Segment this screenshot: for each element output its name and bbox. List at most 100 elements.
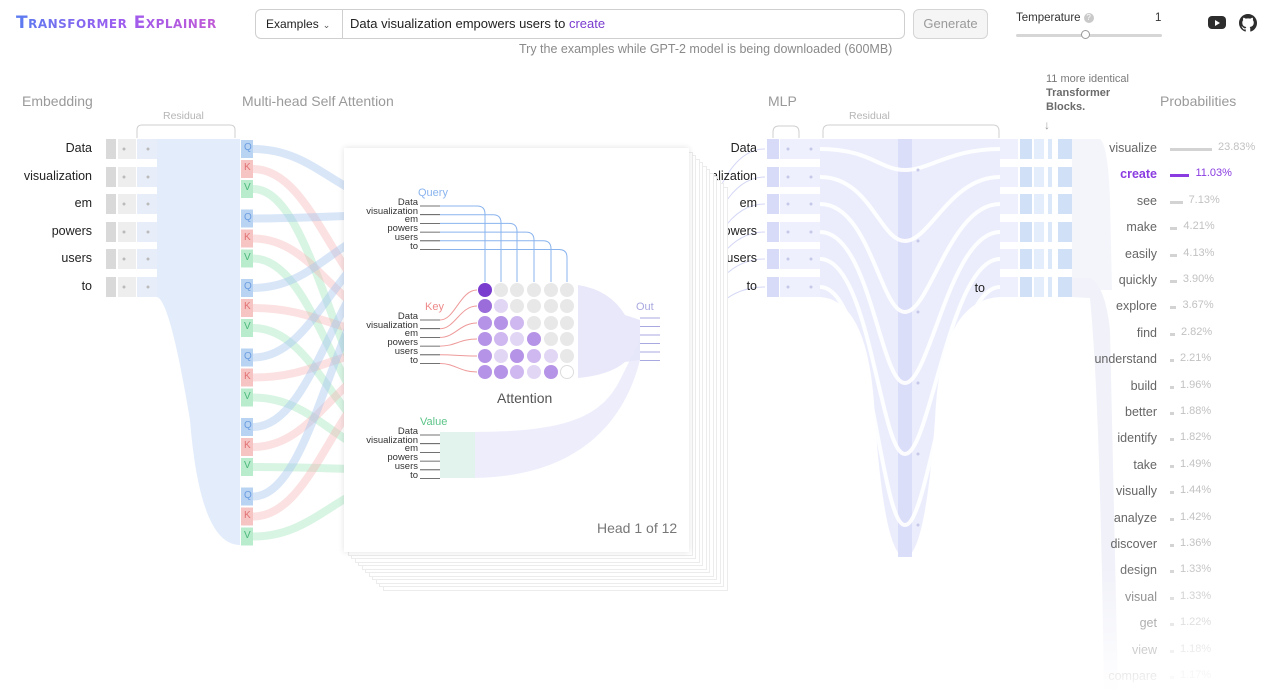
embedding-token-3[interactable]: powers <box>51 224 92 238</box>
youtube-icon[interactable] <box>1208 16 1226 29</box>
attention-cell[interactable] <box>478 349 492 363</box>
chevron-down-icon: ⌄ <box>322 20 331 30</box>
attention-cell[interactable] <box>478 365 492 379</box>
attention-cell[interactable] <box>510 349 524 363</box>
final-block-token[interactable]: to <box>974 281 985 295</box>
section-mlp[interactable]: MLP <box>768 93 797 109</box>
info-icon[interactable]: ? <box>1083 12 1094 23</box>
attention-cell[interactable] <box>560 365 574 379</box>
attention-cell[interactable] <box>510 332 524 346</box>
attention-label[interactable]: Attention <box>497 390 553 406</box>
embedding-token-2[interactable]: em <box>74 196 92 210</box>
attention-cell[interactable] <box>544 316 558 330</box>
section-probabilities[interactable]: Probabilities <box>1160 93 1237 109</box>
transformer-blocks-note[interactable]: 11 more identical Transformer Blocks. <box>1046 72 1156 114</box>
attention-cell[interactable] <box>560 349 574 363</box>
mlp-vector <box>767 222 779 242</box>
attention-cell[interactable] <box>478 299 492 313</box>
attention-cell[interactable] <box>544 299 558 313</box>
attention-cell[interactable] <box>494 299 508 313</box>
attention-cell[interactable] <box>494 349 508 363</box>
attention-cell[interactable] <box>510 365 524 379</box>
attention-cell[interactable] <box>527 316 541 330</box>
attention-cell[interactable] <box>560 332 574 346</box>
attention-cell[interactable] <box>494 283 508 297</box>
prompt-input[interactable]: Data visualization empowers users to cre… <box>350 10 605 38</box>
attention-cell[interactable] <box>527 365 541 379</box>
mlp-token-2[interactable]: em <box>739 196 757 210</box>
blocks-note-count: 11 more identical <box>1046 73 1129 85</box>
embedding-token-0[interactable]: Data <box>65 141 92 155</box>
mlp-token-5[interactable]: to <box>746 279 757 293</box>
embedding-token-4[interactable]: users <box>61 251 92 265</box>
head-token-label: visualization <box>366 319 418 331</box>
block-vector <box>1034 167 1044 187</box>
attention-cell[interactable] <box>527 332 541 346</box>
query-label[interactable]: Query <box>418 187 448 199</box>
mlp-token-4[interactable]: users <box>726 251 757 265</box>
attention-cell[interactable] <box>560 283 574 297</box>
probability-bar <box>1170 491 1174 495</box>
attention-cell[interactable] <box>494 332 508 346</box>
value-label[interactable]: Value <box>420 416 448 428</box>
attention-cell[interactable] <box>527 349 541 363</box>
attention-cell[interactable] <box>510 316 524 330</box>
key-label[interactable]: Key <box>425 301 444 313</box>
attention-cell[interactable] <box>494 365 508 379</box>
app-logo-title[interactable]: Transformer Explainer <box>16 13 217 33</box>
generate-button[interactable]: Generate <box>913 9 988 39</box>
attention-cell[interactable] <box>560 316 574 330</box>
attention-cell[interactable] <box>527 283 541 297</box>
examples-dropdown[interactable]: Examples⌄ <box>256 10 343 38</box>
attention-cell[interactable] <box>544 332 558 346</box>
section-embedding[interactable]: Embedding <box>22 93 93 109</box>
embedding-token-5[interactable]: to <box>81 279 92 293</box>
temperature-slider[interactable] <box>1016 30 1162 39</box>
attention-cell[interactable] <box>544 283 558 297</box>
temperature-slider-thumb[interactable] <box>1080 30 1090 39</box>
embedding-vector-fill <box>118 277 136 297</box>
mlp-token-0[interactable]: Data <box>730 141 757 155</box>
attention-cell[interactable] <box>544 349 558 363</box>
attention-cell[interactable] <box>478 283 492 297</box>
mlp-hidden-layer <box>898 139 912 557</box>
attention-cell[interactable] <box>560 299 574 313</box>
attention-cell[interactable] <box>527 299 541 313</box>
probability-percent: 1.96% <box>1180 378 1212 391</box>
github-icon[interactable] <box>1239 14 1257 32</box>
block-vector <box>1020 194 1032 214</box>
attention-cell[interactable] <box>510 283 524 297</box>
attention-cell[interactable] <box>544 365 558 379</box>
attention-cell[interactable] <box>494 316 508 330</box>
attention-cell[interactable] <box>478 316 492 330</box>
attention-cell[interactable] <box>510 299 524 313</box>
section-attention[interactable]: Multi-head Self Attention <box>242 93 394 109</box>
block-vector <box>1020 167 1032 187</box>
block-vector <box>1048 167 1052 187</box>
embedding-token-1[interactable]: visualization <box>23 169 92 183</box>
block-vector <box>1020 222 1032 242</box>
probability-token: find <box>1136 325 1157 340</box>
attention-cell[interactable] <box>478 332 492 346</box>
